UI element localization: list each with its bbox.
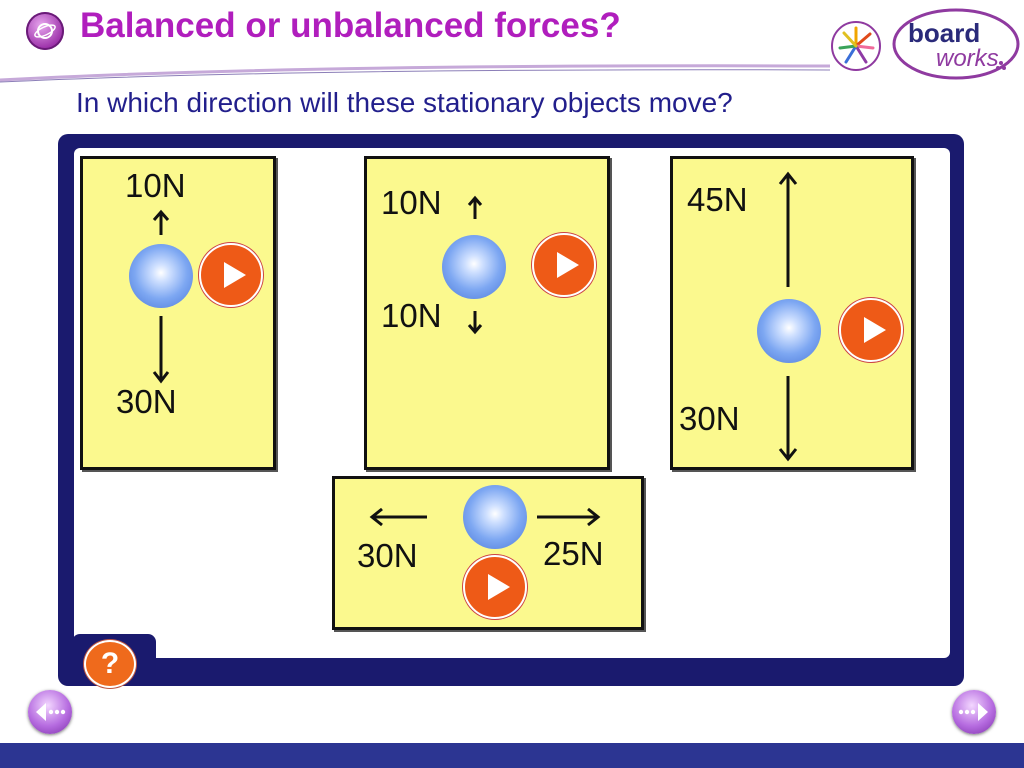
object-ball <box>463 485 527 549</box>
force-card-1: 10N 30N <box>80 156 276 470</box>
object-ball <box>757 299 821 363</box>
help-button[interactable]: ? <box>84 640 136 688</box>
logo-text-board: board <box>908 18 980 48</box>
force-label-left: 30N <box>357 537 418 574</box>
force-label-right: 25N <box>543 535 604 572</box>
play-button[interactable] <box>839 298 903 362</box>
arrow-up-icon <box>467 195 483 219</box>
arrow-down-icon <box>778 376 798 462</box>
logo-text-works: works <box>936 45 999 72</box>
force-label-up: 10N <box>381 184 442 221</box>
title-underline <box>0 64 830 83</box>
arrow-left-icon <box>369 507 427 527</box>
footer-bar <box>0 743 1024 768</box>
arrow-right-icon <box>537 507 601 527</box>
previous-button[interactable] <box>28 690 72 734</box>
object-ball <box>129 244 193 308</box>
next-arrow-icon <box>958 703 988 721</box>
play-button[interactable] <box>532 233 596 297</box>
boardworks-logo: board works <box>831 8 1020 80</box>
question-text: In which direction will these stationary… <box>76 87 733 118</box>
arrow-up-icon <box>152 209 170 235</box>
title-sphere-icon <box>26 12 64 50</box>
arrow-up-icon <box>778 171 798 287</box>
force-label-up: 45N <box>687 181 748 218</box>
force-card-3: 45N 30N <box>670 156 914 470</box>
force-card-2: 10N 10N <box>364 156 610 470</box>
play-button[interactable] <box>463 555 527 619</box>
next-button[interactable] <box>952 690 996 734</box>
object-ball <box>442 235 506 299</box>
play-button[interactable] <box>199 243 263 307</box>
page-title: Balanced or unbalanced forces? <box>80 6 621 45</box>
force-card-4: 30N 25N <box>332 476 644 630</box>
force-label-down: 30N <box>116 383 177 420</box>
arrow-down-icon <box>467 311 483 335</box>
force-label-down: 10N <box>381 297 442 334</box>
arrow-down-icon <box>152 316 170 384</box>
previous-arrow-icon <box>36 703 66 721</box>
force-label-up: 10N <box>125 167 186 204</box>
force-label-down: 30N <box>679 400 740 437</box>
